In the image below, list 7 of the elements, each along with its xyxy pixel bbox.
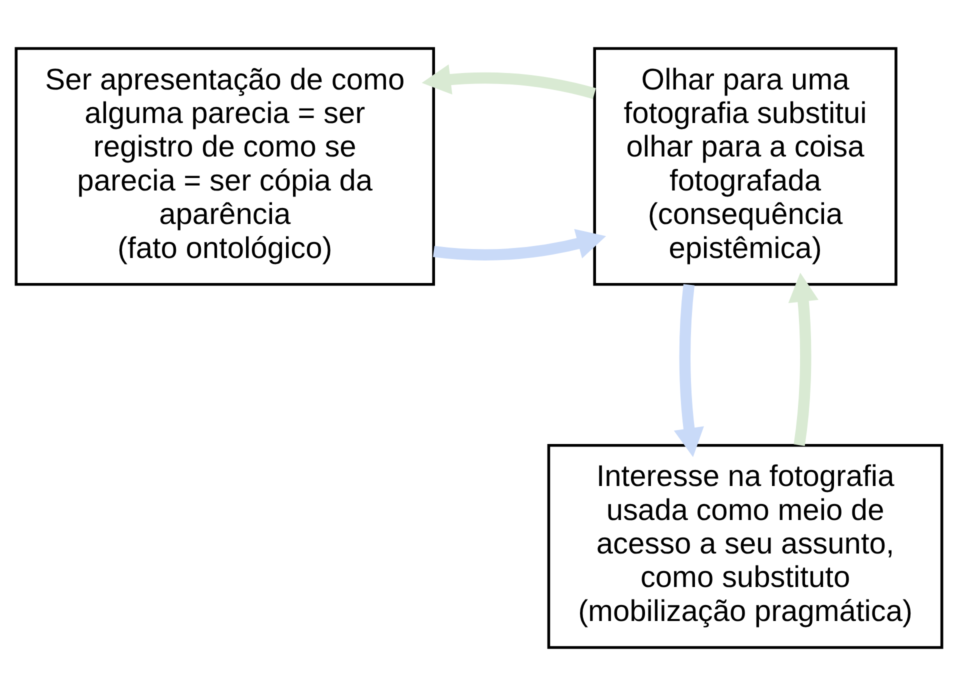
arrow (788, 272, 818, 446)
arrow (674, 284, 704, 457)
node-box: Olhar para uma fotografia substitui olhar para a coisa fotografada (consequência epistêmica) (593, 46, 898, 286)
node-box: Ser apresentação de como alguma parecia = ser registro de como se parecia = ser cópia da aparência (fato ontológico) (14, 46, 435, 286)
arrow (422, 64, 596, 98)
node-box: Interesse na fotografia usada como meio de acesso a seu assunto, como substituto (mobilização pragmática) (547, 443, 944, 648)
arrow (433, 228, 606, 260)
